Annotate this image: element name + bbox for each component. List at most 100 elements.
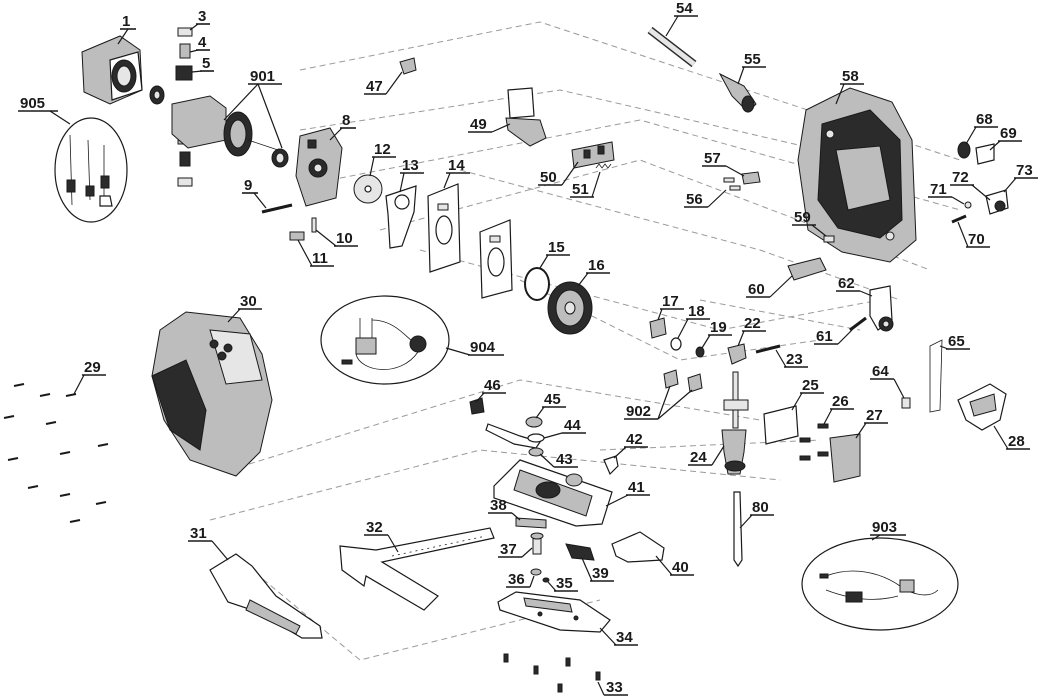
label-part-903: 903 [870,519,906,541]
part-disc [353,174,383,204]
part-small-latch [823,235,835,243]
part-pins-70-71 [951,201,972,224]
part-lever-45 [485,416,543,449]
label-part-24: 24 [688,445,725,466]
label-part-73: 73 [1003,162,1038,193]
label-part-16: 16 [577,257,610,287]
label-part-9: 9 [242,177,267,209]
svg-text:1: 1 [122,13,130,30]
label-part-70: 70 [957,221,990,248]
label-part-45: 45 [535,391,566,419]
svg-text:31: 31 [190,525,207,542]
svg-text:903: 903 [872,519,897,536]
svg-text:60: 60 [748,281,765,298]
part-gear-housing [295,127,343,207]
part-screws-26 [799,423,829,461]
part-guide-32 [339,527,495,611]
part-block-22 [727,343,747,365]
svg-text:55: 55 [744,51,761,68]
part-roller-73 [985,189,1009,215]
part-lever-55 [718,72,757,113]
part-guide-plate-b [479,219,513,299]
svg-text:69: 69 [1000,125,1017,142]
label-part-19: 19 [701,319,732,349]
svg-text:29: 29 [84,359,101,376]
svg-text:16: 16 [588,257,605,274]
label-part-17: 17 [657,293,684,321]
label-part-3: 3 [189,8,210,31]
label-part-49: 49 [468,116,511,133]
svg-text:30: 30 [240,293,257,310]
svg-text:64: 64 [872,363,889,380]
label-part-44: 44 [543,417,586,439]
label-part-55: 55 [737,51,766,85]
part-bracket-27 [829,433,861,483]
svg-text:13: 13 [402,157,419,174]
assembly-guide-lines [209,21,961,661]
label-part-10: 10 [315,229,358,247]
svg-text:12: 12 [374,141,391,158]
part-clamp-39 [565,543,595,561]
part-pin-61 [849,316,867,332]
part-rod [647,26,697,68]
label-part-28: 28 [993,425,1030,450]
svg-text:18: 18 [688,303,705,320]
svg-text:26: 26 [832,393,849,410]
label-part-69: 69 [989,125,1022,151]
label-part-33: 33 [597,679,628,696]
part-plate-38 [515,517,547,529]
label-part-54: 54 [665,0,698,37]
svg-text:49: 49 [470,116,487,133]
part-bracket-62 [869,285,894,332]
svg-text:58: 58 [842,68,859,85]
label-part-8: 8 [329,112,356,141]
svg-text:3: 3 [198,8,206,25]
part-knob-42 [603,455,619,476]
label-part-61: 61 [814,328,853,345]
label-part-901: 901 [223,68,283,149]
part-screws-29 [3,383,109,523]
svg-text:28: 28 [1008,433,1025,450]
label-part-47: 47 [364,71,403,95]
svg-text:27: 27 [866,407,883,424]
part-spring [595,163,612,169]
label-part-51: 51 [570,171,601,198]
label-part-25: 25 [791,377,824,411]
label-part-26: 26 [823,393,854,425]
part-pins [261,203,317,241]
part-guide-plate-a [427,183,461,273]
part-bearings-902 [663,369,703,393]
label-part-46: 46 [475,377,506,403]
label-part-38: 38 [488,497,521,521]
part-plunger [721,371,749,475]
part-slide [787,257,827,281]
svg-text:71: 71 [930,181,947,198]
label-part-14: 14 [443,157,470,189]
svg-text:40: 40 [672,559,689,576]
label-part-72: 72 [950,169,991,201]
svg-text:72: 72 [952,169,969,186]
svg-text:17: 17 [662,293,679,310]
part-detail-903 [801,537,959,631]
part-armature [149,85,289,168]
svg-text:5: 5 [202,55,210,72]
svg-text:41: 41 [628,479,645,496]
svg-text:901: 901 [250,68,275,85]
part-trigger [505,87,547,147]
label-part-35: 35 [547,575,578,592]
label-part-40: 40 [655,555,694,576]
label-part-904: 904 [445,339,504,356]
svg-text:56: 56 [686,191,703,208]
label-part-13: 13 [399,157,424,193]
svg-text:73: 73 [1016,162,1033,179]
svg-text:25: 25 [802,377,819,394]
label-part-64: 64 [870,363,905,399]
svg-text:11: 11 [312,250,328,267]
svg-text:33: 33 [606,679,623,696]
label-part-1: 1 [117,13,136,45]
part-base-plate-34 [497,591,611,633]
part-switch [571,141,615,169]
part-clip-47 [399,57,417,75]
part-clip-69 [975,143,995,165]
part-detail-904 [320,295,450,385]
